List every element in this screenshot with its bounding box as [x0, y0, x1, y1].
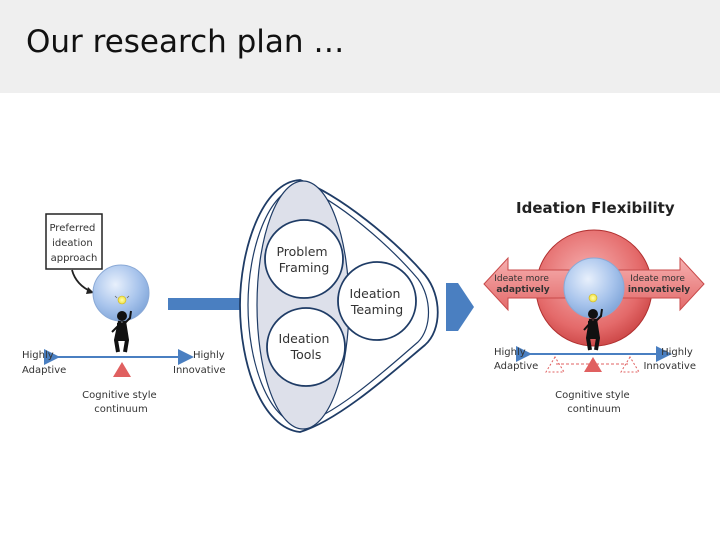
ideate-adaptively-label-2: adaptively [496, 285, 549, 295]
svg-text:Highly Innovative: Highly Innovative [173, 350, 228, 376]
problem-framing-label-1: Problem [276, 244, 327, 259]
left-continuum-label-2: continuum [94, 404, 147, 415]
transition-arrow-1 [168, 289, 258, 319]
ideation-tools-label-1: Ideation [279, 331, 330, 346]
right-pole-highly-adaptive-1: Highly [494, 347, 526, 358]
svg-text:Preferred ideation: Preferred ideation approach [49, 223, 98, 264]
thinker-figure-icon [111, 295, 132, 353]
ideate-adaptively-label-1: Ideate more [494, 274, 549, 284]
left-range-triangle [545, 356, 565, 373]
left-fulcrum-triangle [113, 362, 131, 377]
funnel-shaded-lens [256, 180, 350, 430]
ideate-innovatively-label-2: innovatively [628, 285, 690, 295]
right-pole-highly-adaptive-2: Adaptive [494, 361, 538, 372]
svg-text:Highly Adaptive: Highly Adaptive [494, 347, 538, 372]
ideation-teaming-label-1: Ideation [350, 286, 401, 301]
preferred-approach-circle [92, 264, 150, 322]
title-bar: Our research plan … [0, 0, 720, 93]
ideation-tools-label-2: Tools [290, 347, 322, 362]
svg-text:Highly Adaptive: Highly Adaptive [22, 350, 66, 376]
left-continuum-label-1: Cognitive style [82, 390, 157, 401]
page-title: Our research plan … [26, 24, 345, 60]
svg-text:Ideation Teaming: Ideation Teaming [350, 286, 405, 317]
left-pole-highly-innovative-1: Highly [193, 350, 225, 361]
callout-line-1: Preferred [49, 223, 95, 234]
transition-arrow-2 [446, 283, 474, 331]
right-pole-highly-innovative-1: Highly [661, 347, 693, 358]
svg-text:Ideate more innovatively: Ideate more innovatively [628, 274, 690, 295]
right-continuum-label-2: continuum [567, 404, 620, 415]
svg-text:Cognitive style continuu: Cognitive style continuum [555, 390, 633, 415]
problem-framing-label-2: Framing [279, 260, 330, 275]
ideation-teaming-label-2: Teaming [350, 302, 403, 317]
preferred-approach-callout [45, 213, 103, 270]
svg-text:Problem Framing: Problem Framing [276, 244, 331, 275]
callout-line-2: ideation [52, 238, 93, 249]
ideation-teaming-circle [337, 261, 417, 341]
left-pole-highly-adaptive-1: Highly [22, 350, 54, 361]
ideation-flexibility-heading: Ideation Flexibility [516, 199, 675, 217]
svg-text:Ideate more adaptively: Ideate more adaptively [494, 274, 552, 295]
center-panel: Problem Framing Ideation Teaming Ideatio… [239, 179, 439, 433]
ideation-tools-circle [266, 307, 346, 387]
right-panel: Ideation Flexibility Ideate more adaptiv… [483, 199, 705, 415]
flexible-approach-circle [563, 257, 625, 319]
svg-text:Ideation Tools: Ideation Tools [279, 331, 334, 362]
left-pole-highly-innovative-2: Innovative [173, 365, 226, 376]
right-continuum-label-1: Cognitive style [555, 390, 630, 401]
right-pole-highly-innovative-2: Innovative [643, 361, 696, 372]
left-pole-highly-adaptive-2: Adaptive [22, 365, 66, 376]
svg-text:Cognitive style continuu: Cognitive style continuum [82, 390, 160, 415]
callout-line-3: approach [51, 253, 98, 264]
left-panel: Preferred ideation approach Highly Adapt… [22, 213, 228, 415]
svg-text:Highly Innovative: Highly Innovative [643, 347, 696, 372]
ideate-innovatively-label-1: Ideate more [630, 274, 685, 284]
right-fulcrum-triangle [584, 357, 602, 372]
right-range-triangle [620, 356, 640, 373]
problem-framing-circle [264, 219, 344, 299]
